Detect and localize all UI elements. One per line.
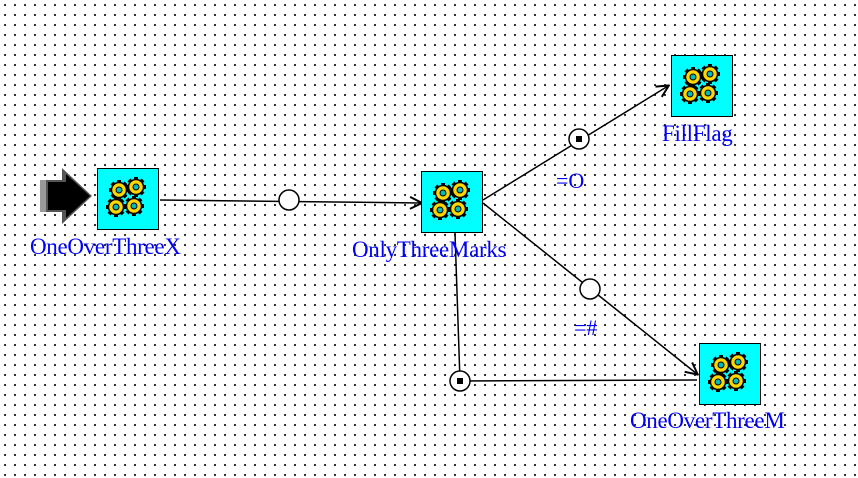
node-only-three-marks[interactable] bbox=[421, 171, 483, 233]
condition-label-equal-hash: =# bbox=[574, 315, 598, 340]
condition-label-equal-o: =O bbox=[556, 168, 585, 193]
gears-icon bbox=[106, 177, 146, 217]
connector-dot-center bbox=[576, 136, 582, 142]
connector-circle-icon[interactable] bbox=[278, 189, 300, 211]
start-arrow-icon bbox=[40, 168, 92, 224]
node-label-only-three-marks: OnlyThreeMarks bbox=[352, 237, 507, 262]
node-one-over-three-m[interactable] bbox=[699, 343, 761, 405]
gears-icon bbox=[430, 180, 470, 220]
gears-icon bbox=[680, 64, 720, 104]
node-fill-flag[interactable] bbox=[671, 55, 733, 117]
node-label-fill-flag: FillFlag bbox=[662, 121, 733, 146]
node-one-over-three-x[interactable] bbox=[97, 168, 159, 230]
node-label-one-over-three-m: OneOverThreeM bbox=[630, 408, 785, 433]
connector-dot-center bbox=[457, 378, 463, 384]
connector-circle-icon[interactable] bbox=[579, 278, 601, 300]
node-label-one-over-three-x: OneOverThreeX bbox=[30, 234, 181, 259]
gears-icon bbox=[708, 352, 748, 392]
